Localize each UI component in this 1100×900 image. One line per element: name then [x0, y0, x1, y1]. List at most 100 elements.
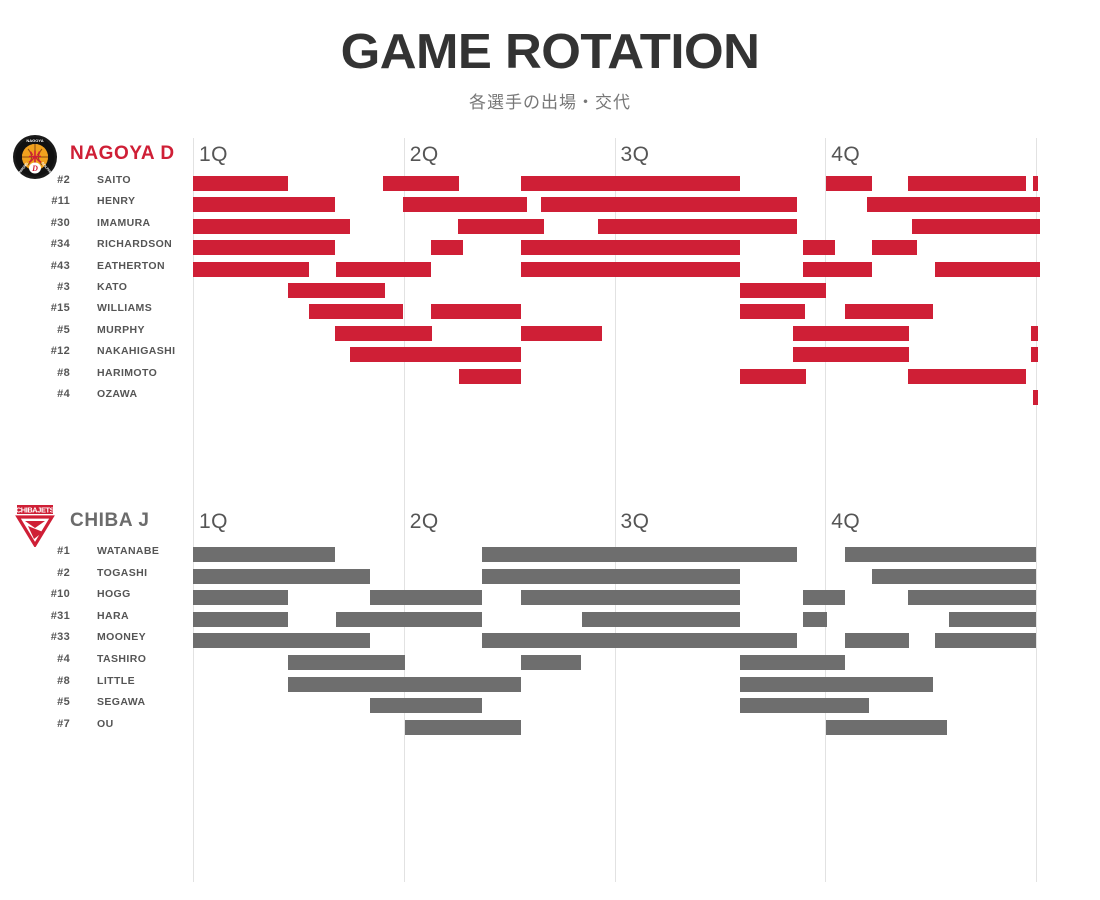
playing-segment-bar[interactable] — [803, 261, 872, 277]
playing-segment-bar[interactable] — [458, 218, 544, 234]
playing-segment-bar[interactable] — [582, 611, 740, 627]
playing-segment-bar[interactable] — [803, 590, 845, 606]
playing-segment-bar[interactable] — [541, 197, 797, 213]
player-number: #1 — [57, 545, 70, 557]
playing-segment-bar[interactable] — [521, 240, 740, 256]
playing-segment-bar[interactable] — [935, 261, 1040, 277]
playing-segment-bar[interactable] — [793, 347, 909, 363]
playing-segment-bar[interactable] — [845, 304, 933, 320]
playing-segment-bar[interactable] — [872, 240, 917, 256]
playing-segment-bar[interactable] — [193, 633, 370, 649]
playing-segment-bar[interactable] — [908, 590, 1036, 606]
playing-segment-bar[interactable] — [826, 719, 947, 735]
playing-segment-bar[interactable] — [288, 283, 385, 298]
page-title: GAME ROTATION — [340, 25, 760, 79]
playing-segment-bar[interactable] — [336, 611, 482, 627]
playing-segment-bar[interactable] — [949, 611, 1036, 627]
playing-segment-bar[interactable] — [826, 176, 872, 191]
playing-segment-bar[interactable] — [459, 368, 521, 384]
playing-segment-bar[interactable] — [350, 347, 521, 363]
playing-segment-bar[interactable] — [740, 655, 845, 670]
playing-segment-bar[interactable] — [431, 240, 463, 256]
playing-segment-bar[interactable] — [482, 633, 797, 649]
playing-segment-bar[interactable] — [845, 633, 909, 649]
player-number: #12 — [50, 345, 70, 358]
playing-segment-bar[interactable] — [370, 590, 482, 606]
playing-segment-bar[interactable] — [309, 304, 403, 320]
playing-segment-bar[interactable] — [740, 368, 806, 384]
playing-segment-bar[interactable] — [867, 197, 1040, 213]
playing-segment-bar[interactable] — [803, 240, 835, 256]
playing-segment-bar[interactable] — [193, 568, 370, 584]
playing-segment-bar[interactable] — [1033, 176, 1038, 191]
playing-segment-bar[interactable] — [521, 261, 740, 277]
quarter-label-nagoya-3q: 3Q — [620, 143, 650, 166]
playing-segment-bar[interactable] — [431, 304, 521, 320]
playing-segment-bar[interactable] — [872, 568, 1036, 584]
playing-segment-bar[interactable] — [1033, 390, 1038, 405]
playing-segment-bar[interactable] — [598, 218, 797, 234]
playing-segment-bar[interactable] — [521, 176, 740, 191]
player-number: #5 — [57, 696, 70, 709]
playing-segment-bar[interactable] — [336, 261, 431, 277]
playing-segment-bar[interactable] — [193, 218, 350, 234]
playing-segment-bar[interactable] — [288, 655, 405, 670]
playing-segment-bar[interactable] — [193, 590, 288, 606]
player-name: WILLIAMS — [97, 302, 153, 315]
playing-segment-bar[interactable] — [740, 283, 826, 298]
playing-segment-bar[interactable] — [521, 325, 602, 341]
playing-segment-bar[interactable] — [521, 655, 581, 670]
playing-segment-bar[interactable] — [740, 698, 869, 714]
playing-segment-bar[interactable] — [912, 218, 1040, 234]
playing-segment-bar[interactable] — [482, 547, 797, 562]
playing-segment-bar[interactable] — [193, 547, 335, 562]
playing-segment-bar[interactable] — [288, 676, 521, 692]
playing-segment-bar[interactable] — [521, 590, 740, 606]
playing-segment-bar[interactable] — [403, 197, 527, 213]
playing-segment-bar[interactable] — [383, 176, 459, 191]
playing-segment-bar[interactable] — [740, 676, 933, 692]
playing-segment-bar[interactable] — [908, 368, 1026, 384]
playing-segment-bar[interactable] — [335, 325, 432, 341]
playing-segment-bar[interactable] — [740, 304, 805, 320]
playing-segment-bar[interactable] — [793, 325, 909, 341]
playing-segment-bar[interactable] — [193, 197, 335, 213]
playing-segment-bar[interactable] — [1031, 325, 1038, 341]
playing-segment-bar[interactable] — [193, 240, 335, 256]
playing-segment-bar[interactable] — [193, 176, 288, 191]
playing-segment-bar[interactable] — [845, 547, 1036, 562]
playing-segment-bar[interactable] — [405, 719, 521, 735]
team-name-nagoya: NAGOYA D — [70, 143, 175, 164]
playing-segment-bar[interactable] — [193, 261, 309, 277]
playing-segment-bar[interactable] — [370, 698, 482, 714]
playing-segment-bar[interactable] — [803, 611, 827, 627]
playing-segment-bar[interactable] — [908, 176, 1026, 191]
playing-segment-bar[interactable] — [482, 568, 740, 584]
player-name: OU — [97, 717, 114, 730]
player-number: #3 — [57, 281, 70, 293]
playing-segment-bar[interactable] — [935, 633, 1036, 649]
playing-segment-bar[interactable] — [1031, 347, 1038, 363]
playing-segment-bar[interactable] — [193, 611, 288, 627]
